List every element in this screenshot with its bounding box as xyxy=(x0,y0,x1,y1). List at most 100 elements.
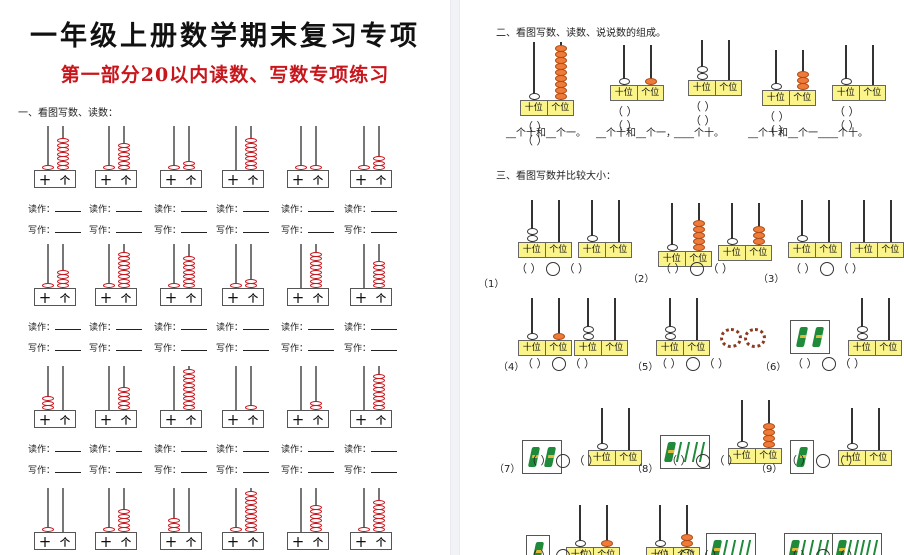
answer-blank[interactable] xyxy=(243,343,270,351)
tens-rod xyxy=(235,126,237,170)
answer-blank[interactable] xyxy=(55,322,82,330)
bead xyxy=(230,283,242,288)
answer-blank[interactable] xyxy=(243,322,270,330)
compare-answer-row: （ ） （ ） xyxy=(786,547,859,555)
answer-blank[interactable] xyxy=(116,444,143,452)
right-answer-parens[interactable]: （ ） xyxy=(573,454,600,467)
answer-parens[interactable]: （ ） xyxy=(834,105,860,118)
answer-blank[interactable] xyxy=(181,225,208,233)
compare-symbol-circle[interactable] xyxy=(545,262,560,276)
left-answer-parens[interactable]: （ ） xyxy=(522,357,548,370)
answer-parens[interactable]: （ ） xyxy=(522,134,548,147)
answer-parens[interactable]: （ ） xyxy=(690,114,716,127)
left-answer-parens[interactable]: （ ） xyxy=(526,454,552,467)
compare-symbol-circle[interactable] xyxy=(815,549,830,555)
write-as-field: 写作： xyxy=(344,223,398,236)
answer-blank[interactable] xyxy=(55,225,82,233)
answer-blank[interactable] xyxy=(308,444,335,452)
answer-parens[interactable]: （ ） xyxy=(612,119,638,132)
answer-blank[interactable] xyxy=(371,444,398,452)
answer-blank[interactable] xyxy=(55,444,82,452)
compare-symbol-circle[interactable] xyxy=(551,357,566,371)
left-answer-parens[interactable]: （ ） xyxy=(792,357,818,370)
field-label: 写作： xyxy=(28,466,56,476)
answer-blank[interactable] xyxy=(116,225,143,233)
answer-blank[interactable] xyxy=(371,204,398,212)
answer-blank[interactable] xyxy=(181,204,208,212)
answer-blank[interactable] xyxy=(55,465,82,473)
answer-parens[interactable]: （ ） xyxy=(764,110,790,123)
left-answer-parens[interactable]: （ ） xyxy=(660,262,686,275)
answer-blank[interactable] xyxy=(116,204,143,212)
left-answer-parens[interactable]: （ ） xyxy=(650,549,676,555)
answer-parens[interactable]: （ ） xyxy=(522,120,548,133)
compare-symbol-circle[interactable] xyxy=(555,454,570,468)
bead xyxy=(373,527,385,532)
question-number: （4） xyxy=(498,362,525,373)
right-answer-parens[interactable]: （ ） xyxy=(563,262,590,275)
right-answer-parens[interactable]: （ ） xyxy=(713,454,740,467)
answer-parens[interactable]: （ ） xyxy=(834,119,860,132)
answer-blank[interactable] xyxy=(243,225,270,233)
answer-blank[interactable] xyxy=(308,225,335,233)
right-answer-parens[interactable]: （ ） xyxy=(569,357,596,370)
answer-blank[interactable] xyxy=(181,343,208,351)
tens-place-label: 十位 xyxy=(851,243,878,257)
right-answer-parens[interactable]: （ ） xyxy=(839,357,866,370)
answer-blank[interactable] xyxy=(116,322,143,330)
compare-symbol-circle[interactable] xyxy=(821,357,836,371)
compare-symbol-circle[interactable] xyxy=(819,262,834,276)
left-answer-parens[interactable]: （ ） xyxy=(526,549,552,555)
answer-blank[interactable] xyxy=(181,444,208,452)
compare-symbol-circle[interactable] xyxy=(679,549,694,555)
answer-blank[interactable] xyxy=(55,343,82,351)
field-label: 读作： xyxy=(154,445,182,455)
answer-blank[interactable] xyxy=(243,444,270,452)
compare-symbol-circle[interactable] xyxy=(555,549,570,555)
ones-beads xyxy=(309,400,323,410)
answer-parens[interactable]: （ ） xyxy=(690,100,716,113)
write-as-field: 写作： xyxy=(28,463,82,476)
answer-blank[interactable] xyxy=(371,322,398,330)
right-answer-parens[interactable]: （ ） xyxy=(574,549,600,555)
answer-blank[interactable] xyxy=(308,204,335,212)
answer-parens[interactable]: （ ） xyxy=(764,124,790,137)
answer-blank[interactable] xyxy=(371,465,398,473)
answer-blank[interactable] xyxy=(243,465,270,473)
left-answer-parens[interactable]: （ ） xyxy=(786,454,812,467)
answer-blank[interactable] xyxy=(116,343,143,351)
compare-symbol-circle[interactable] xyxy=(689,262,704,276)
compare-symbol-circle[interactable] xyxy=(685,357,700,371)
answer-blank[interactable] xyxy=(371,225,398,233)
compare-symbol-circle[interactable] xyxy=(815,454,830,468)
right-answer-parens[interactable]: （ ） xyxy=(834,549,860,555)
counting-abacus: 十个 xyxy=(34,126,78,188)
answer-blank[interactable] xyxy=(116,465,143,473)
answer-parens[interactable]: （ ） xyxy=(612,105,638,118)
right-answer-parens[interactable]: （ ） xyxy=(698,549,724,555)
bead xyxy=(42,283,54,288)
answer-blank[interactable] xyxy=(308,322,335,330)
answer-blank[interactable] xyxy=(308,465,335,473)
right-answer-parens[interactable]: （ ） xyxy=(703,357,730,370)
answer-blank[interactable] xyxy=(308,343,335,351)
right-answer-parens[interactable]: （ ） xyxy=(707,262,734,275)
answer-blank[interactable] xyxy=(55,204,82,212)
abacus-base: 十个 xyxy=(222,532,264,550)
answer-blank[interactable] xyxy=(181,322,208,330)
left-answer-parens[interactable]: （ ） xyxy=(786,549,812,555)
right-answer-parens[interactable]: （ ） xyxy=(837,262,864,275)
left-answer-parens[interactable]: （ ） xyxy=(516,262,542,275)
answer-blank[interactable] xyxy=(371,343,398,351)
tens-rod xyxy=(300,366,302,410)
ones-label: 个 xyxy=(313,293,323,305)
right-answer-parens[interactable]: （ ） xyxy=(833,454,860,467)
answer-blank[interactable] xyxy=(243,204,270,212)
tens-beads xyxy=(725,238,739,245)
place-value-base: 十位个位 xyxy=(588,450,642,466)
left-answer-parens[interactable]: （ ） xyxy=(656,357,682,370)
answer-blank[interactable] xyxy=(181,465,208,473)
compare-symbol-circle[interactable] xyxy=(695,454,710,468)
left-answer-parens[interactable]: （ ） xyxy=(666,454,692,467)
left-answer-parens[interactable]: （ ） xyxy=(790,262,816,275)
